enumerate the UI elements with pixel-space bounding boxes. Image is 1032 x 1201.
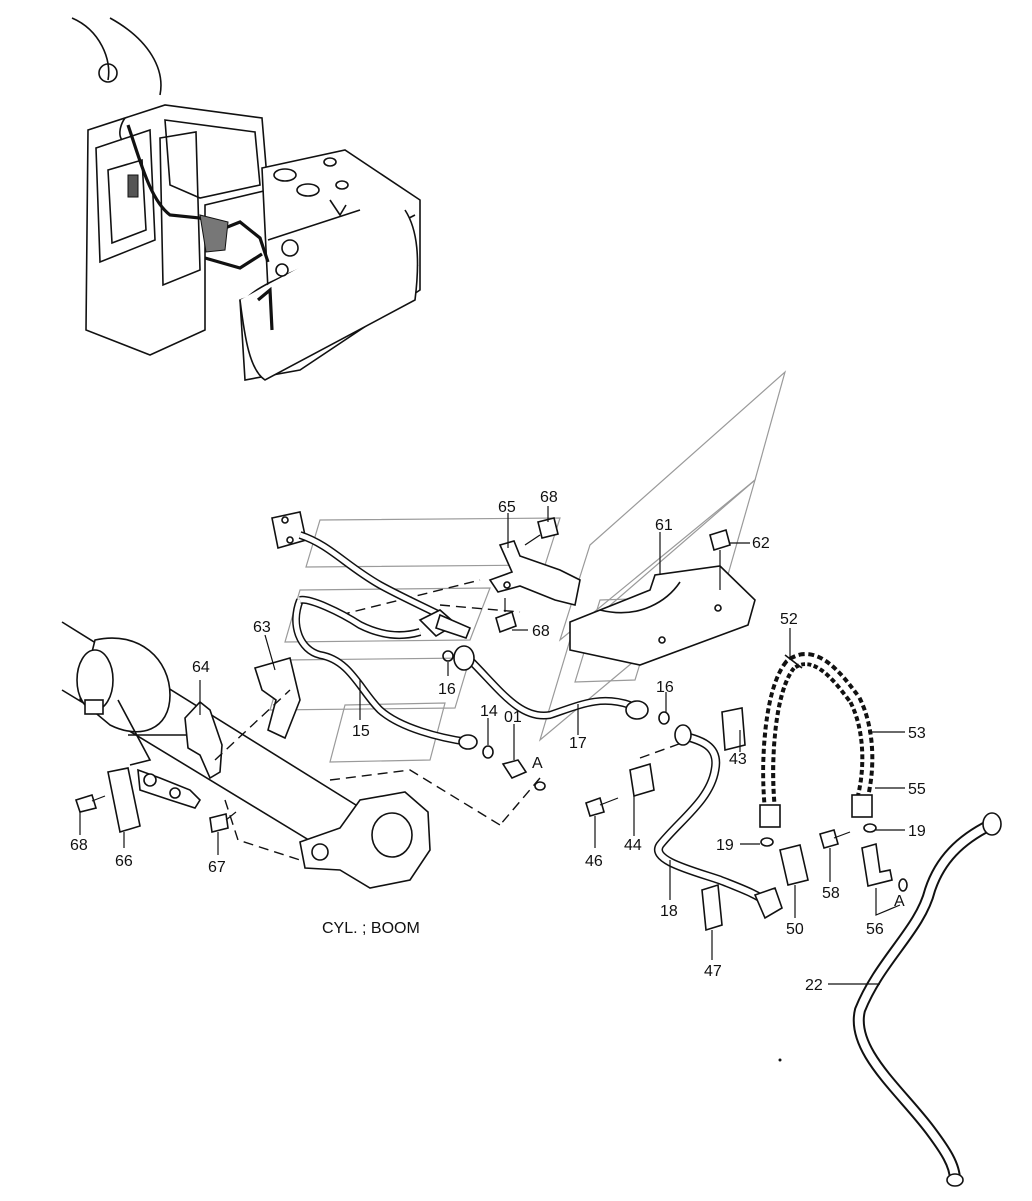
diagram-caption: CYL. ; BOOM: [322, 920, 420, 937]
callout-58: 58: [822, 885, 840, 902]
bracket-plates: [488, 517, 756, 666]
callout-56: 56: [866, 921, 884, 938]
callout-labels: 68 65 61 62 68 52 63 64 16 16 15 14 01 A…: [70, 489, 926, 994]
excavator-overview: [71, 17, 421, 381]
callout-66: 66: [115, 853, 133, 870]
callout-43: 43: [729, 751, 747, 768]
callout-64: 64: [192, 659, 210, 676]
callout-15: 15: [352, 723, 370, 740]
callout-A: A: [894, 893, 905, 910]
callout-18: 18: [660, 903, 678, 920]
callout-19: 19: [908, 823, 926, 840]
callout-61: 61: [655, 517, 673, 534]
callout-16: 16: [656, 679, 674, 696]
callout-55: 55: [908, 781, 926, 798]
callout-53: 53: [908, 725, 926, 742]
callout-16: 16: [438, 681, 456, 698]
callout-19: 19: [716, 837, 734, 854]
callout-47: 47: [704, 963, 722, 980]
callout-68: 68: [70, 837, 88, 854]
callout-52: 52: [780, 611, 798, 628]
callout-44: 44: [624, 837, 642, 854]
callout-68: 68: [540, 489, 558, 506]
right-pipes: [585, 652, 1002, 1187]
callout-50: 50: [786, 921, 804, 938]
callout-65: 65: [498, 499, 516, 516]
callout-leaders: [79, 506, 905, 985]
boom-cylinder: [61, 621, 431, 889]
callout-46: 46: [585, 853, 603, 870]
callout-22: 22: [805, 977, 823, 994]
callout-68: 68: [532, 623, 550, 640]
callout-67: 67: [208, 859, 226, 876]
callout-63: 63: [253, 619, 271, 636]
callout-17: 17: [569, 735, 587, 752]
callout-A: A: [532, 755, 543, 772]
callout-01: 01: [504, 709, 522, 726]
callout-62: 62: [752, 535, 770, 552]
callout-14: 14: [480, 703, 498, 720]
hose-assembly: [271, 511, 670, 791]
